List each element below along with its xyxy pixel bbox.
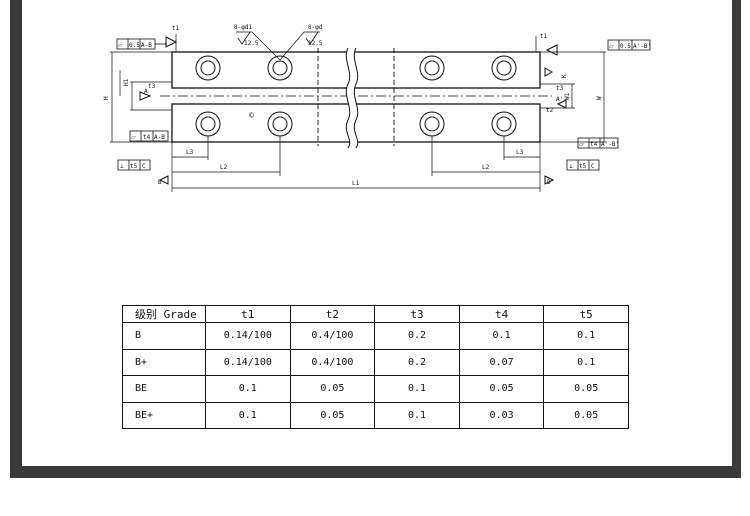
cell-t3: 0.2 xyxy=(374,322,460,350)
t1-label: t1 xyxy=(172,25,180,32)
perp-symbol: ⊥ xyxy=(569,163,573,170)
fcf-datum-top-left: A-B xyxy=(141,42,152,49)
cell-t4: 0.1 xyxy=(458,322,545,350)
t3-label-left: t3 xyxy=(148,83,156,90)
fcf-value-top-right: 0.5 xyxy=(620,43,631,50)
dim-l2-right: L2 xyxy=(482,164,490,171)
fcf-bottom-right xyxy=(566,159,600,171)
header-t4: t4 xyxy=(458,305,545,323)
datum-b-label: B xyxy=(158,179,162,186)
dim-h: H xyxy=(103,96,110,100)
header-t5: t5 xyxy=(543,305,629,323)
fcf-datum-top-right: A'-B' xyxy=(633,43,651,50)
cell-t2: 0.4/100 xyxy=(289,348,376,376)
break-line xyxy=(346,46,358,151)
datum-b-prime-label: B' xyxy=(547,179,554,186)
center-mark: © xyxy=(249,111,254,120)
roughness-left: 12.5 xyxy=(244,40,259,47)
dim-w: W xyxy=(596,96,603,100)
datum-a-prime-label: A' xyxy=(556,96,563,103)
datum-triangle xyxy=(544,175,555,185)
cell-t2: 0.05 xyxy=(289,401,376,429)
cell-grade: BE xyxy=(122,375,206,403)
header-t1: t1 xyxy=(205,305,291,323)
datum-triangle xyxy=(165,36,178,48)
cell-t3: 0.1 xyxy=(374,375,460,403)
cell-t5: 0.1 xyxy=(543,322,629,350)
datum-triangle xyxy=(545,44,558,56)
flatness-symbol: ⏥ xyxy=(131,134,136,141)
datum-triangle xyxy=(158,175,169,185)
table-row: BE+ 0.1 0.05 0.1 0.03 0.05 xyxy=(122,401,629,429)
dim-h1: H1 xyxy=(123,78,130,86)
dim-k: K xyxy=(561,74,568,78)
dim-l3-right: L3 xyxy=(516,149,524,156)
dim-l3-left: L3 xyxy=(186,149,194,156)
fcf-datum-bottom-right: C xyxy=(591,163,595,170)
cell-t5: 0.05 xyxy=(543,401,629,429)
fcf-value-bottom-left: t5 xyxy=(130,163,138,170)
t2-label-right: t2 xyxy=(546,107,554,114)
cell-grade: BE+ xyxy=(122,401,206,429)
tolerance-grade-table: 级别 Grade t1 t2 t3 t4 t5 B 0.14/100 0.4/1… xyxy=(122,305,629,429)
fcf-value-mid-right: t4 xyxy=(590,141,598,148)
cell-t3: 0.1 xyxy=(374,401,460,429)
cell-t4: 0.07 xyxy=(458,348,545,376)
cell-t2: 0.4/100 xyxy=(289,322,376,350)
datum-triangle xyxy=(139,91,152,101)
fcf-datum-bottom-left: C xyxy=(142,163,146,170)
header-t2: t2 xyxy=(289,305,376,323)
cell-t1: 0.1 xyxy=(205,375,291,403)
datum-triangle xyxy=(556,99,567,109)
cell-t2: 0.05 xyxy=(289,375,376,403)
cell-t3: 0.2 xyxy=(374,348,460,376)
fcf-top-left xyxy=(116,38,167,50)
flatness-symbol: ⏥ xyxy=(118,42,123,49)
cell-t5: 0.05 xyxy=(543,375,629,403)
dim-l1: L1 xyxy=(352,180,360,187)
table-row: B+ 0.14/100 0.4/100 0.2 0.07 0.1 xyxy=(122,348,629,376)
flatness-symbol: ⏥ xyxy=(609,43,614,50)
dim-w1: W1 xyxy=(564,92,571,100)
t1-label-right: t1 xyxy=(540,33,548,40)
cell-t5: 0.1 xyxy=(543,348,629,376)
cell-grade: B+ xyxy=(122,348,206,376)
dim-l2-left: L2 xyxy=(220,164,228,171)
flatness-symbol: ⏥ xyxy=(579,141,584,148)
fcf-value-bottom-right: t5 xyxy=(579,163,587,170)
fcf-value-mid-left: t4 xyxy=(143,134,151,141)
fcf-datum-mid-left: A-B xyxy=(154,134,165,141)
datum-a-label: A xyxy=(144,88,148,95)
technical-drawing: 8-φd1 8-φd 12.5 12.5 t1 t1 ⏥ 0.5 A-B ⏥ t… xyxy=(103,24,651,192)
datum-triangle xyxy=(544,67,554,77)
hole-callout-right: 8-φd xyxy=(308,24,323,31)
fcf-value-top-left: 0.5 xyxy=(129,42,140,49)
table-row: BE 0.1 0.05 0.1 0.05 0.05 xyxy=(122,375,629,403)
cell-t1: 0.14/100 xyxy=(205,322,291,350)
table-header-row: 级别 Grade t1 t2 t3 t4 t5 xyxy=(122,305,629,323)
header-grade: 级别 Grade xyxy=(122,305,206,323)
cell-t4: 0.05 xyxy=(458,375,545,403)
roughness-right: 12.5 xyxy=(308,40,323,47)
cell-t1: 0.1 xyxy=(205,401,291,429)
fcf-top-right xyxy=(607,39,651,51)
fcf-mid-left xyxy=(129,130,169,142)
cell-t4: 0.03 xyxy=(458,401,545,429)
header-t3: t3 xyxy=(374,305,460,323)
cell-t1: 0.14/100 xyxy=(205,348,291,376)
fcf-mid-right xyxy=(577,137,619,149)
fcf-datum-mid-right: A'-B' xyxy=(601,141,619,148)
table-row: B 0.14/100 0.4/100 0.2 0.1 0.1 xyxy=(122,322,629,350)
fcf-bottom-left xyxy=(117,159,151,171)
t3-label-right: t3 xyxy=(556,85,564,92)
hole-callout-left: 8-φd1 xyxy=(234,24,252,31)
perp-symbol: ⊥ xyxy=(120,163,124,170)
cell-grade: B xyxy=(122,322,206,350)
